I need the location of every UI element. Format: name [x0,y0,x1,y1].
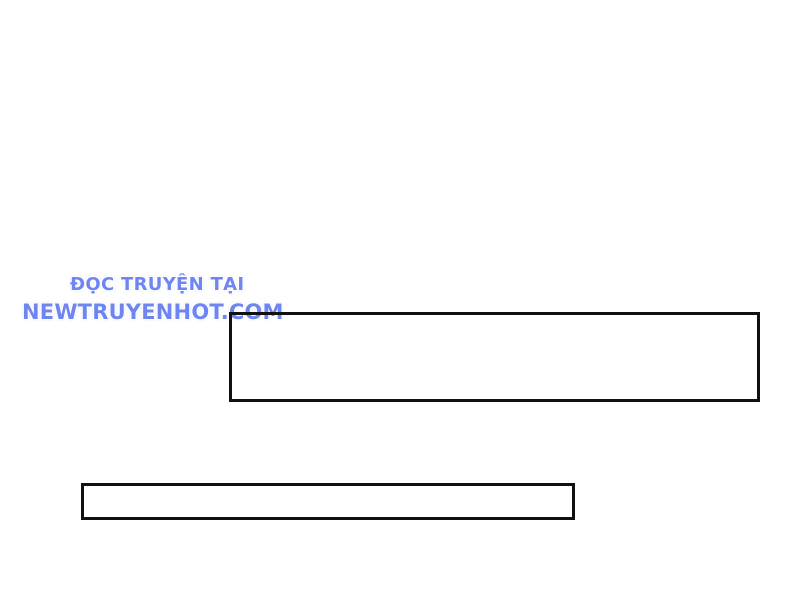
watermark-line-1: ĐỌC TRUYỆN TẠI [70,274,245,295]
empty-text-box-bottom [81,483,575,520]
empty-text-box-top [229,312,760,402]
